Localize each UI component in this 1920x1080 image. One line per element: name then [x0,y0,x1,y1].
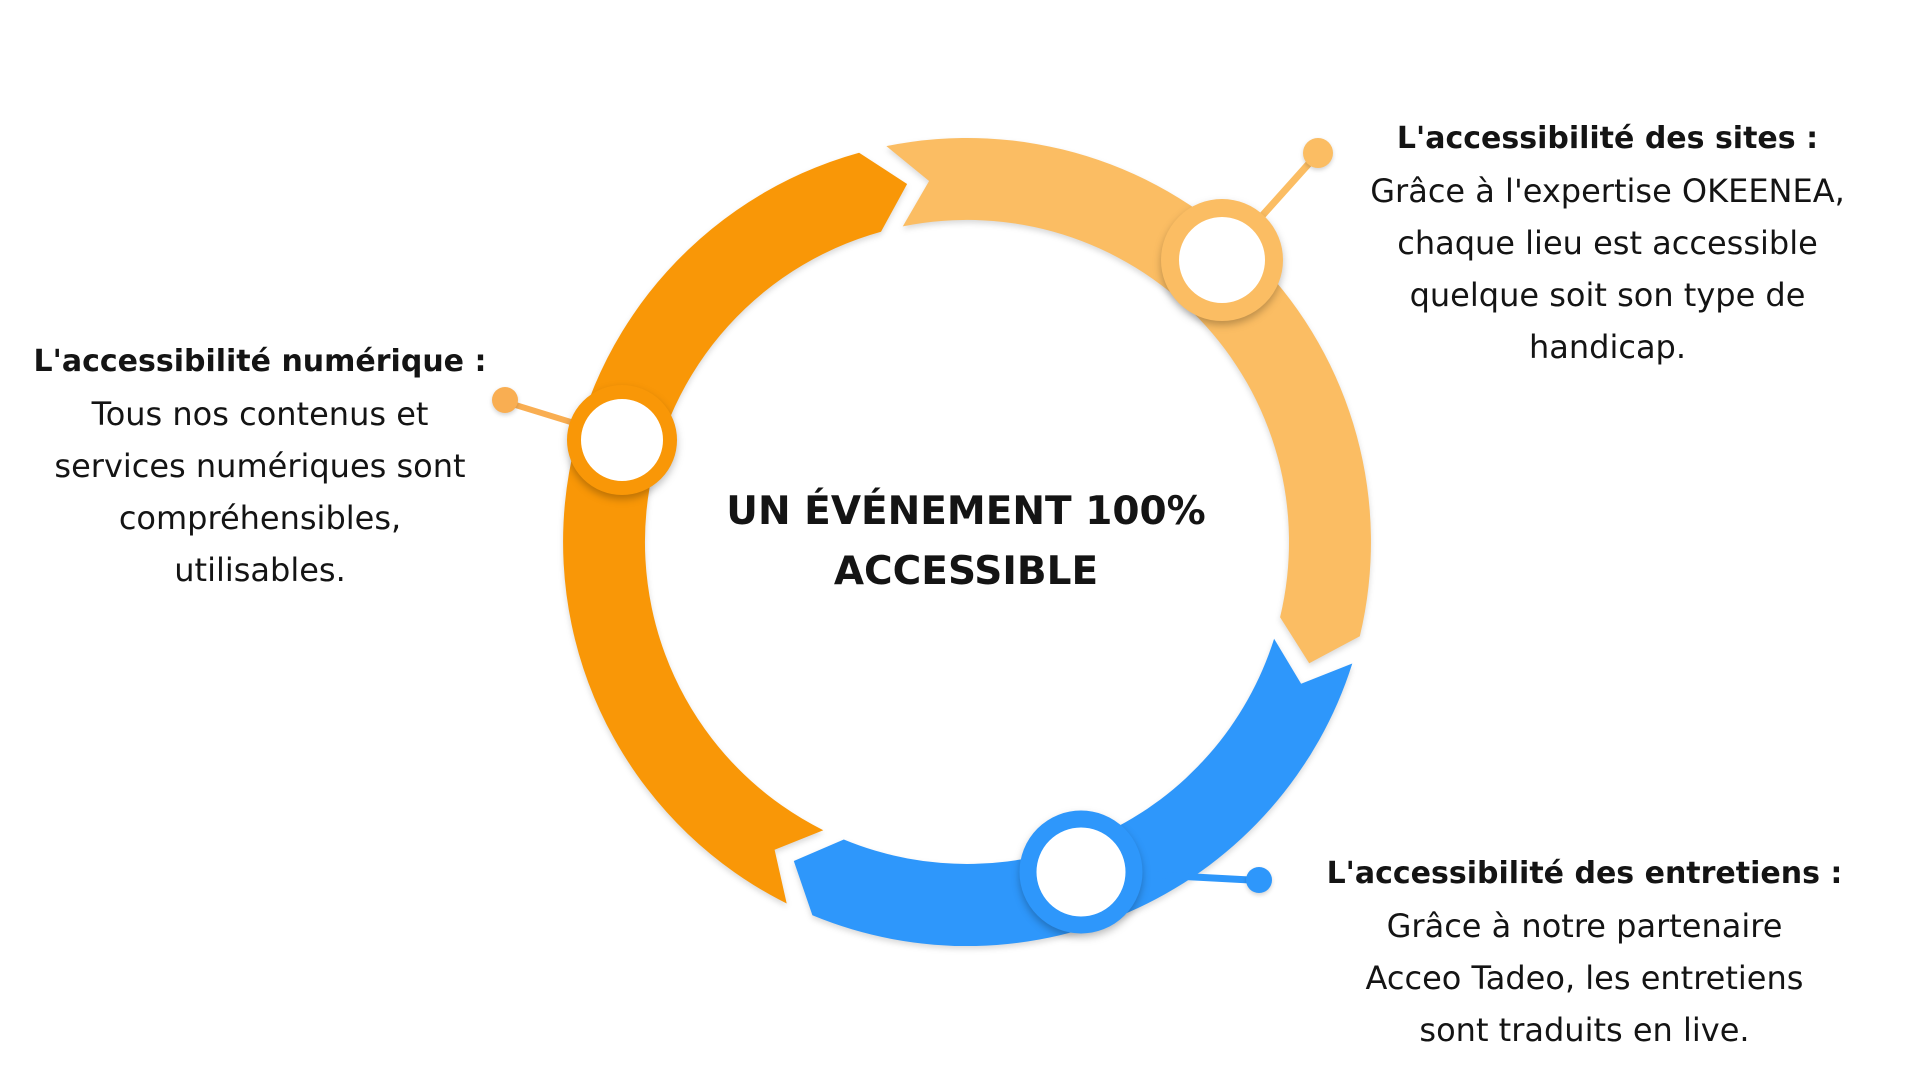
callout-numerique-line: compréhensibles, [118,499,402,537]
connector-line-entretiens [1134,870,1254,884]
node-ring-entretiens [1019,810,1143,934]
node-ring-numerique [567,385,677,495]
callout-entretiens-line: Acceo Tadeo, les entretiens [1365,959,1804,997]
callout-sites: L'accessibilité des sites : Grâce à l'ex… [1350,113,1865,373]
callout-sites-line: Grâce à l'expertise OKEENEA, [1370,172,1845,210]
callout-numerique-title: L'accessibilité numérique : [33,344,487,379]
node-rings [567,199,1283,934]
center-title-line1: UN ÉVÉNEMENT 100% [726,489,1206,534]
center-title: UN ÉVÉNEMENT 100% ACCESSIBLE [706,482,1226,602]
callout-entretiens-line: Grâce à notre partenaire [1386,907,1783,945]
callout-numerique: L'accessibilité numérique : Tous nos con… [0,336,520,596]
connector-dot-sites [1303,138,1333,168]
center-title-line2: ACCESSIBLE [833,549,1099,594]
callout-numerique-line: services numériques sont [54,447,466,485]
connector-dot-numerique [492,387,518,413]
callout-sites-line: chaque lieu est accessible [1397,224,1818,262]
connectors [492,138,1333,893]
callout-sites-title: L'accessibilité des sites : [1396,121,1819,156]
callout-entretiens-line: sont traduits en live. [1419,1011,1750,1049]
callout-sites-line: quelque soit son type de [1409,276,1806,314]
arc-segment-blue [793,638,1353,947]
connector-dot-entretiens [1246,867,1272,893]
callout-numerique-line: utilisables. [174,551,346,589]
connector-line-sites [1257,155,1317,221]
callout-sites-line: handicap. [1528,328,1687,366]
connector-line-numerique [506,400,577,426]
node-ring-sites [1161,199,1283,321]
callout-entretiens-title: L'accessibilité des entretiens : [1326,856,1843,891]
arc-segment-orange [563,152,908,904]
callout-numerique-line: Tous nos contenus et [91,395,429,433]
callout-entretiens: L'accessibilité des entretiens : Grâce à… [1292,848,1877,1056]
